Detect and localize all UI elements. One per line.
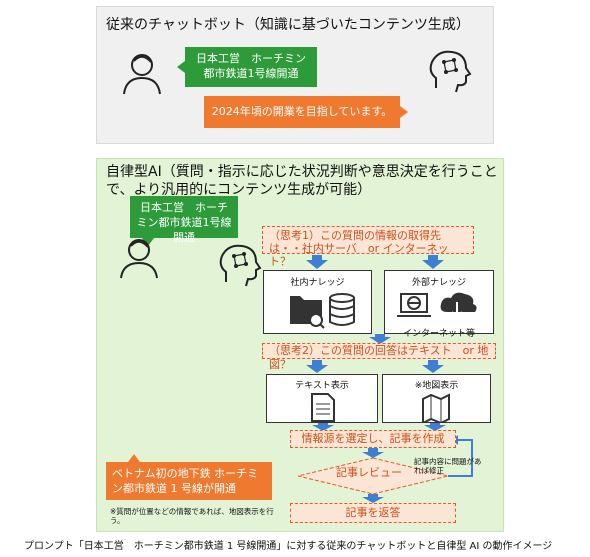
figure-caption: プロンプト「日本工営 ホーチミン都市鉄道 1 号線開通」に対する従来のチャットボ… — [24, 541, 553, 552]
arrow-to-review — [362, 448, 384, 458]
external-knowledge-node: 外部ナレッジ インターネット等 — [384, 270, 494, 339]
map-display-label: ※地図表示 — [414, 381, 459, 391]
user-icon — [123, 54, 161, 95]
internal-knowledge-icons — [290, 293, 355, 329]
external-knowledge-label: 外部ナレッジ — [411, 278, 466, 288]
arrow-to-external — [422, 255, 444, 269]
conventional-chatbot-title: 従来のチャットボット（知識に基づいたコンテンツ生成） — [106, 17, 470, 33]
conventional-user-prompt-bubble: 日本工営 ホーチミン都市鉄道1号線開通 — [177, 47, 317, 87]
arrow-to-internal — [306, 255, 328, 269]
database-icon — [329, 293, 355, 326]
internet-label: インターネット等 — [402, 329, 475, 339]
thinking-step-2: （思考2）この質問の回答はテキスト or 地図？ — [262, 343, 496, 371]
arrow-to-text — [306, 360, 328, 373]
autonomous-result-bubble: ベトナム初の地下鉄 ホーチミン都市鉄道 1 号線が開通 — [106, 454, 272, 500]
review-decision-diamond — [297, 457, 449, 495]
external-knowledge-icons — [397, 292, 477, 320]
map-icon — [422, 393, 450, 425]
text-display-label: テキスト表示 — [295, 381, 349, 391]
autonomous-ai-title: 自律型AI（質問・指示に応じた状況判断や意思決定を行うことで、より汎用的にコンテ… — [106, 164, 498, 198]
internal-knowledge-label: 社内ナレッジ — [290, 278, 345, 288]
map-display-note: ※質問が位置などの情報であれば、地図表示を行う。 — [110, 507, 274, 525]
arrow-to-think2 — [369, 334, 391, 344]
folder-search-icon — [290, 296, 325, 329]
thinking-step-1: （思考1）この質問の情報の取得先は・・社内サーバ or インターネット？ — [262, 226, 474, 268]
text-display-node: テキスト表示 — [266, 374, 378, 423]
ai-head-icon — [429, 50, 472, 93]
user-icon — [120, 239, 158, 279]
select-source-step: 情報源を選定し、記事を作成 — [290, 430, 456, 448]
arrow-to-select-right — [424, 423, 446, 431]
arrow-to-map — [422, 360, 444, 373]
review-loop-line — [448, 439, 473, 477]
cloud-download-icon — [440, 292, 477, 320]
map-display-node: ※地図表示 — [382, 374, 491, 425]
arrow-to-answer — [362, 494, 384, 503]
internal-knowledge-node: 社内ナレッジ — [263, 270, 372, 334]
ai-head-icon — [219, 244, 262, 287]
document-icon — [311, 393, 335, 422]
review-note: 記事内容に問題があれば修正 — [414, 457, 482, 475]
review-step-label: 記事レビュー — [336, 466, 402, 479]
arrow-to-select-left — [312, 423, 334, 431]
laptop-globe-icon — [397, 293, 431, 317]
answer-step: 記事を返答 — [290, 503, 456, 523]
autonomous-user-prompt-bubble: 日本工営 ホーチミン都市鉄道1号線開通 — [130, 196, 238, 246]
conventional-bot-reply-bubble: 2024年頃の開業を目指しています。 — [204, 96, 408, 128]
